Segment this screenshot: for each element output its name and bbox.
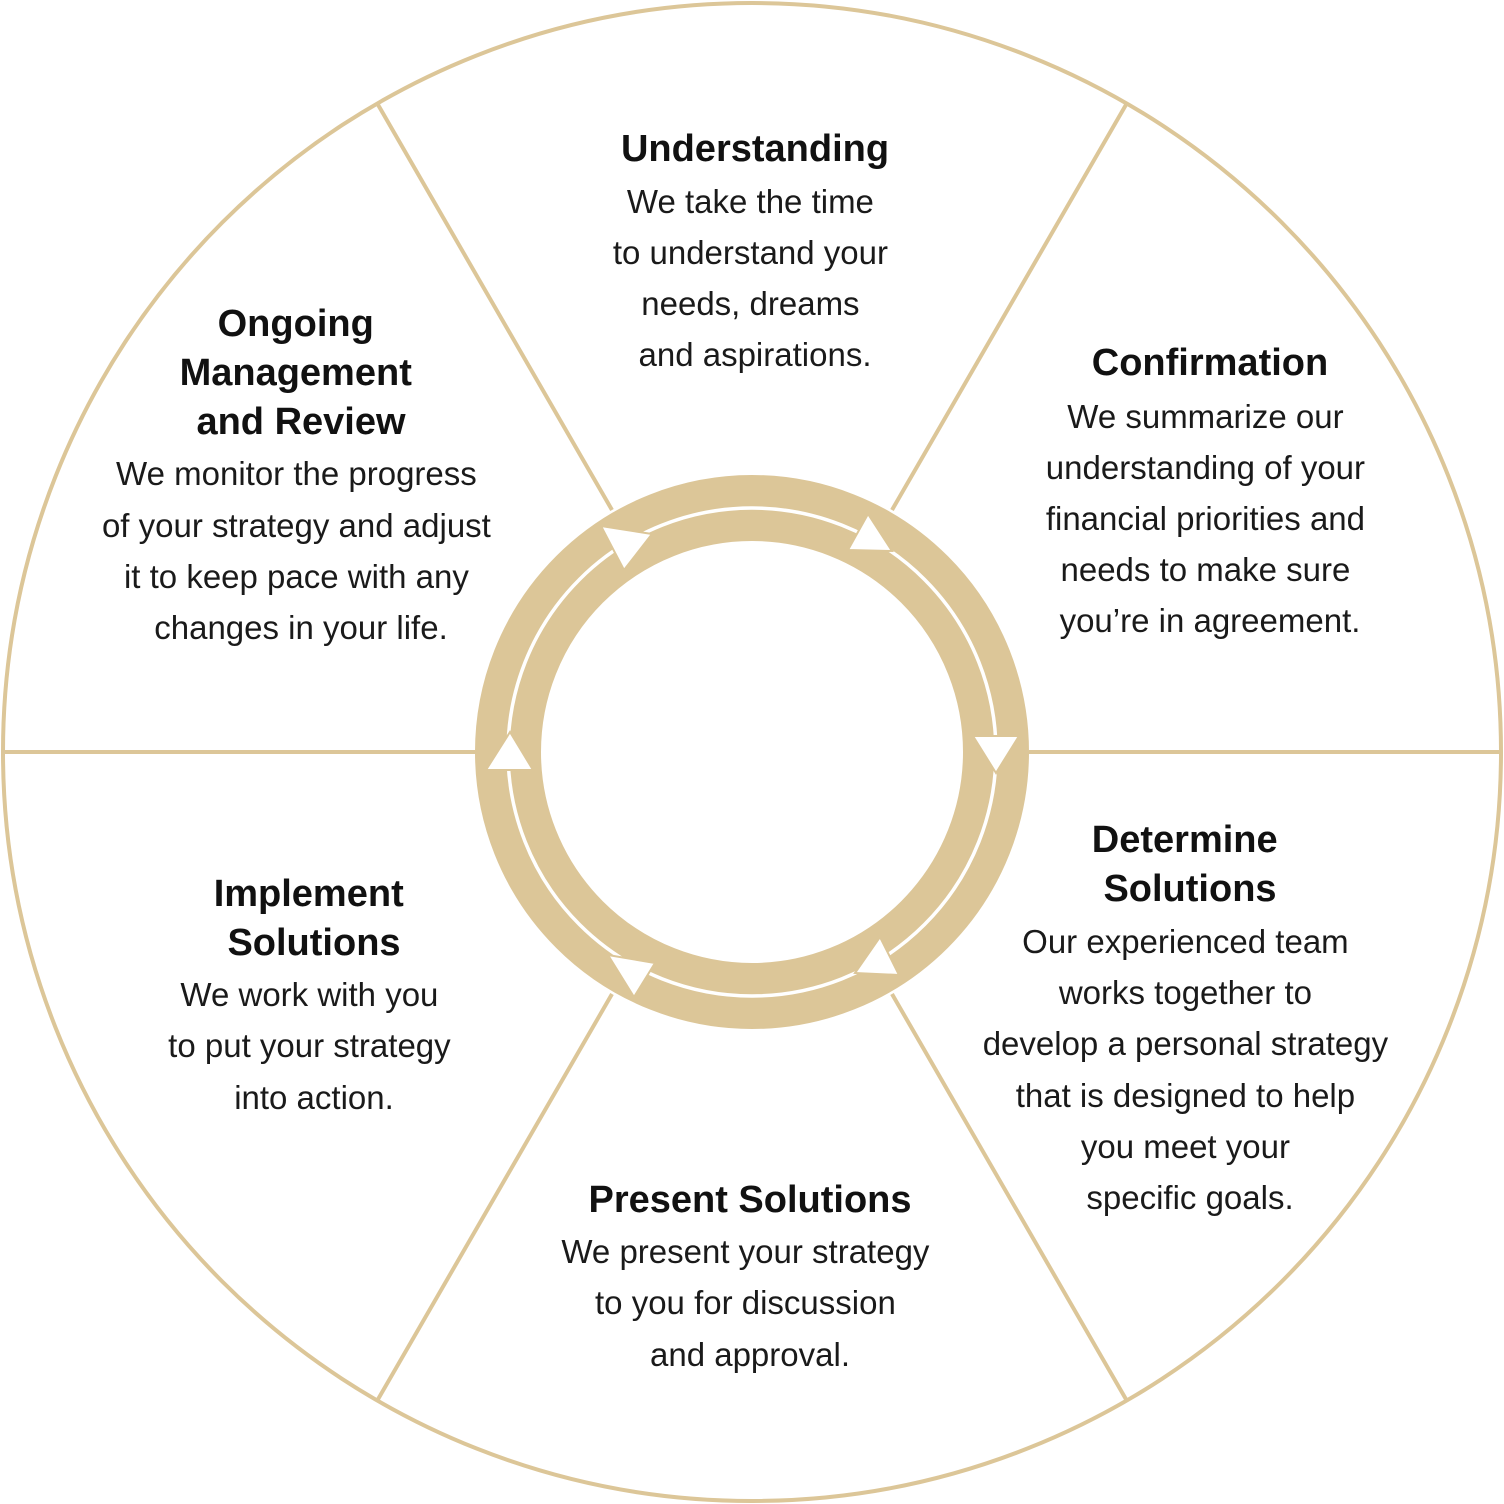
description-line: understanding of your	[1046, 449, 1365, 486]
description-line: specific goals.	[1086, 1179, 1293, 1216]
title-line: Present Solutions	[588, 1179, 911, 1221]
description-line: to you for discussion	[595, 1284, 896, 1321]
segment-determine-solutions: Determine Solutions Our experienced team…	[983, 819, 1398, 1216]
description-line: We present your strategy	[561, 1233, 930, 1270]
cycle-arrows	[484, 512, 1021, 999]
divider-top-right	[890, 101, 1129, 512]
segment-description: We take the time to understand your need…	[613, 183, 897, 373]
segment-title: Confirmation	[1092, 342, 1328, 384]
title-line: Implement	[214, 873, 404, 915]
description-line: We take the time	[627, 183, 874, 220]
description-line: We work with you	[180, 976, 438, 1013]
description-line: of your strategy and adjust	[102, 507, 491, 544]
description-line: develop a personal strategy	[983, 1025, 1389, 1062]
arrow-icon	[599, 524, 654, 572]
description-line: and aspirations.	[639, 336, 872, 373]
segment-title: Understanding	[621, 128, 889, 170]
title-line: Determine	[1092, 819, 1278, 861]
arrow-icon	[846, 512, 894, 553]
segment-implement-solutions: Implement Solutions We work with you to …	[168, 873, 460, 1116]
description-line: changes in your life.	[154, 609, 448, 646]
title-line: Ongoing	[218, 303, 374, 345]
divider-bottom-left	[375, 992, 614, 1403]
arrow-icon	[971, 735, 1021, 775]
description-line: works together to	[1058, 974, 1312, 1011]
arrow-icon	[484, 730, 535, 771]
description-line: We monitor the progress	[116, 455, 477, 492]
title-line: Solutions	[227, 922, 400, 964]
segment-description: We present your strategy to you for disc…	[561, 1233, 938, 1373]
segment-dividers	[3, 101, 1501, 1403]
description-line: it to keep pace with any	[124, 558, 469, 595]
divider-bottom-right	[890, 992, 1129, 1403]
description-line: that is designed to help	[1016, 1077, 1355, 1114]
description-line: needs to make sure	[1060, 551, 1350, 588]
title-line: Understanding	[621, 128, 889, 170]
title-line: Management	[180, 352, 413, 394]
description-line: to put your strategy	[168, 1027, 451, 1064]
segment-present-solutions: Present Solutions We present your strate…	[561, 1179, 938, 1373]
title-line: Confirmation	[1092, 342, 1328, 384]
segment-title: Implement Solutions	[214, 873, 415, 964]
segment-title: Present Solutions	[588, 1179, 911, 1221]
description-line: Our experienced team	[1022, 923, 1349, 960]
cycle-ring	[475, 475, 1029, 1029]
description-line: and approval.	[650, 1336, 850, 1373]
title-line: and Review	[196, 401, 406, 443]
segment-description: Our experienced team works together to d…	[983, 923, 1398, 1216]
description-line: into action.	[234, 1079, 394, 1116]
segment-ongoing-management: Ongoing Management and Review We monitor…	[102, 303, 500, 646]
segment-confirmation: Confirmation We summarize our understand…	[1046, 342, 1374, 639]
segment-understanding: Understanding We take the time to unders…	[613, 128, 897, 373]
arrow-icon	[605, 953, 657, 999]
segment-title: Determine Solutions	[1092, 819, 1288, 910]
cycle-ring-band	[475, 475, 1029, 1029]
title-line: Solutions	[1103, 868, 1276, 910]
segment-title: Ongoing Management and Review	[180, 303, 423, 443]
description-line: you meet your	[1081, 1128, 1290, 1165]
arrow-icon	[853, 935, 901, 977]
description-line: We summarize our	[1067, 398, 1343, 435]
description-line: financial priorities and	[1046, 500, 1365, 537]
segment-description: We monitor the progress of your strategy…	[102, 455, 500, 646]
divider-top-left	[375, 101, 614, 512]
segment-description: We summarize our understanding of your f…	[1046, 398, 1374, 639]
description-line: needs, dreams	[641, 285, 859, 322]
description-line: you’re in agreement.	[1060, 602, 1361, 639]
description-line: to understand your	[613, 234, 888, 271]
segment-description: We work with you to put your strategy in…	[168, 976, 460, 1116]
